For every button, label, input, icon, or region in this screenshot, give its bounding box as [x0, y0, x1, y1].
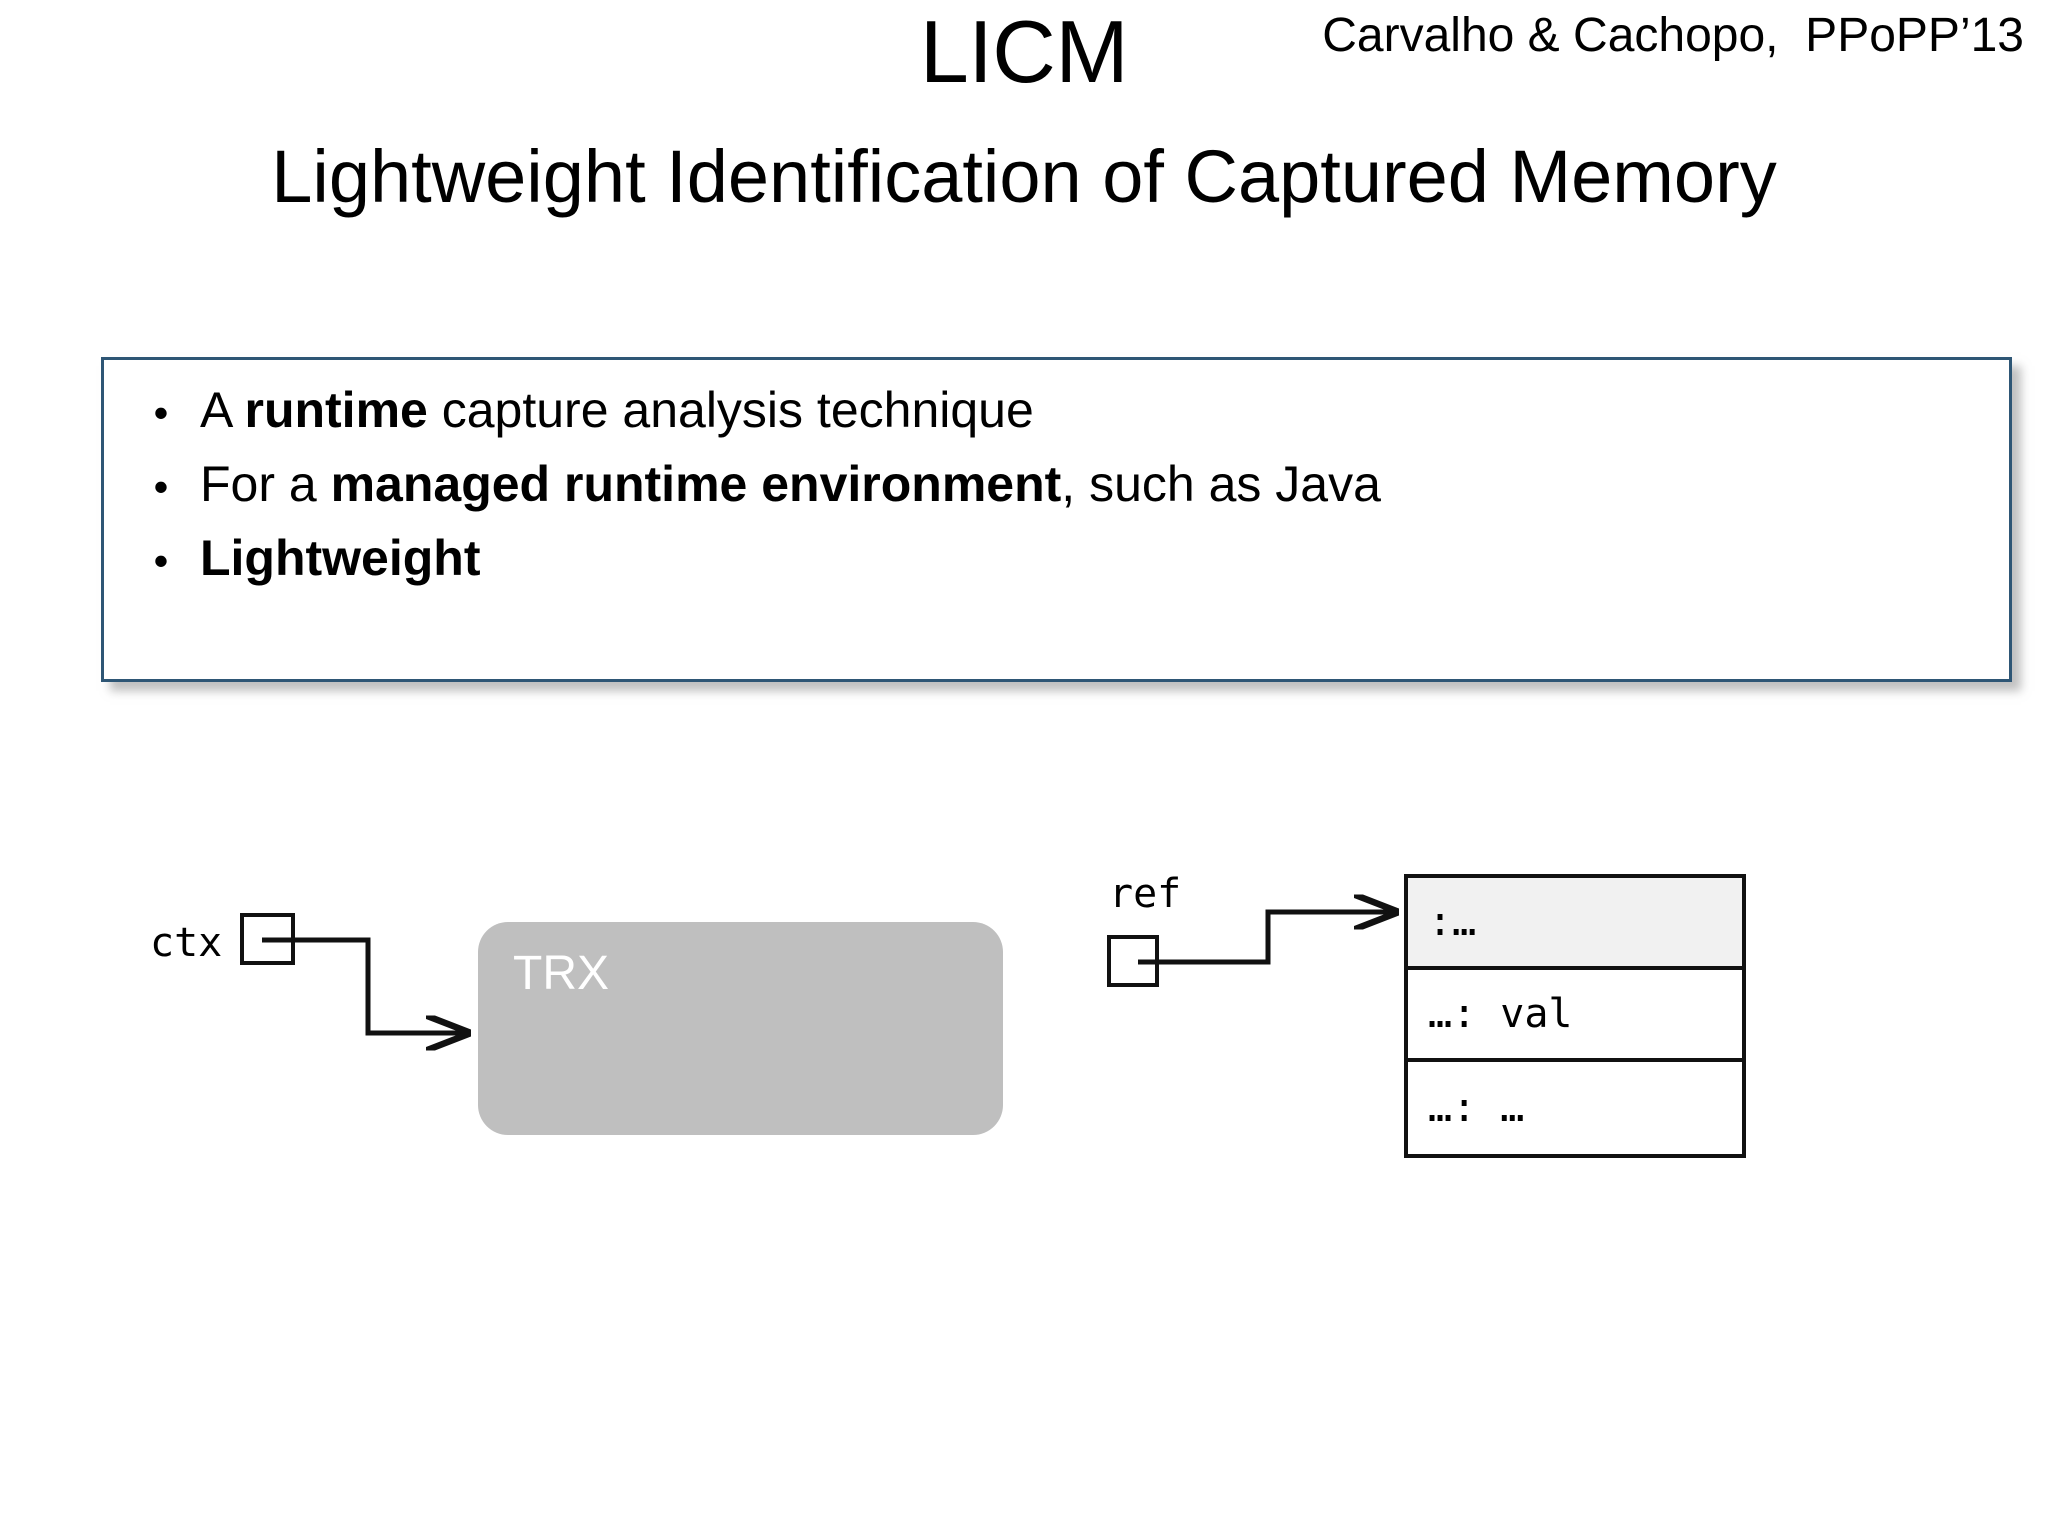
bullet-panel: • A runtime capture analysis technique •… [101, 357, 2012, 682]
ref-pointer-box [1107, 935, 1159, 987]
ref-label: ref [1109, 871, 1182, 917]
table-row: …: val [1408, 970, 1742, 1062]
table-row: :… [1408, 878, 1742, 970]
bullet-strong-2: Lightweight [200, 530, 481, 586]
bullet-suffix-0: capture analysis technique [427, 382, 1034, 438]
list-item: • For a managed runtime environment, suc… [122, 456, 1999, 512]
bullet-text-2: Lightweight [200, 530, 1999, 586]
bullet-strong-1: managed runtime environment [330, 456, 1062, 512]
trx-label: TRX [513, 947, 609, 1000]
bullet-suffix-1: , such as Java [1061, 456, 1381, 512]
table-row: …: … [1408, 1062, 1742, 1154]
bullet-strong-0: runtime [244, 382, 428, 438]
bullet-prefix-0: A [200, 382, 245, 438]
ctx-label: ctx [150, 920, 223, 966]
trx-block: TRX [478, 922, 1003, 1135]
bullet-dot-icon: • [153, 463, 169, 510]
bullet-prefix-1: For a [200, 456, 331, 512]
bullet-text-1: For a managed runtime environment, such … [200, 456, 1999, 512]
page-subtitle: Lightweight Identification of Captured M… [271, 135, 1777, 218]
bullet-dot-icon: • [153, 537, 169, 584]
ctx-pointer-box [240, 913, 295, 965]
bullet-list: • A runtime capture analysis technique •… [122, 382, 1999, 586]
ref-to-object-arrow [1138, 912, 1396, 965]
list-item: • Lightweight [122, 530, 1999, 586]
bullet-text-0: A runtime capture analysis technique [200, 382, 1999, 438]
page-title: LICM [919, 2, 1129, 101]
bullet-dot-icon: • [153, 389, 169, 436]
citation-text: Carvalho & Cachopo, PPoPP’13 [1322, 9, 2024, 62]
object-record-table: :… …: val …: … [1404, 874, 1746, 1158]
list-item: • A runtime capture analysis technique [122, 382, 1999, 438]
